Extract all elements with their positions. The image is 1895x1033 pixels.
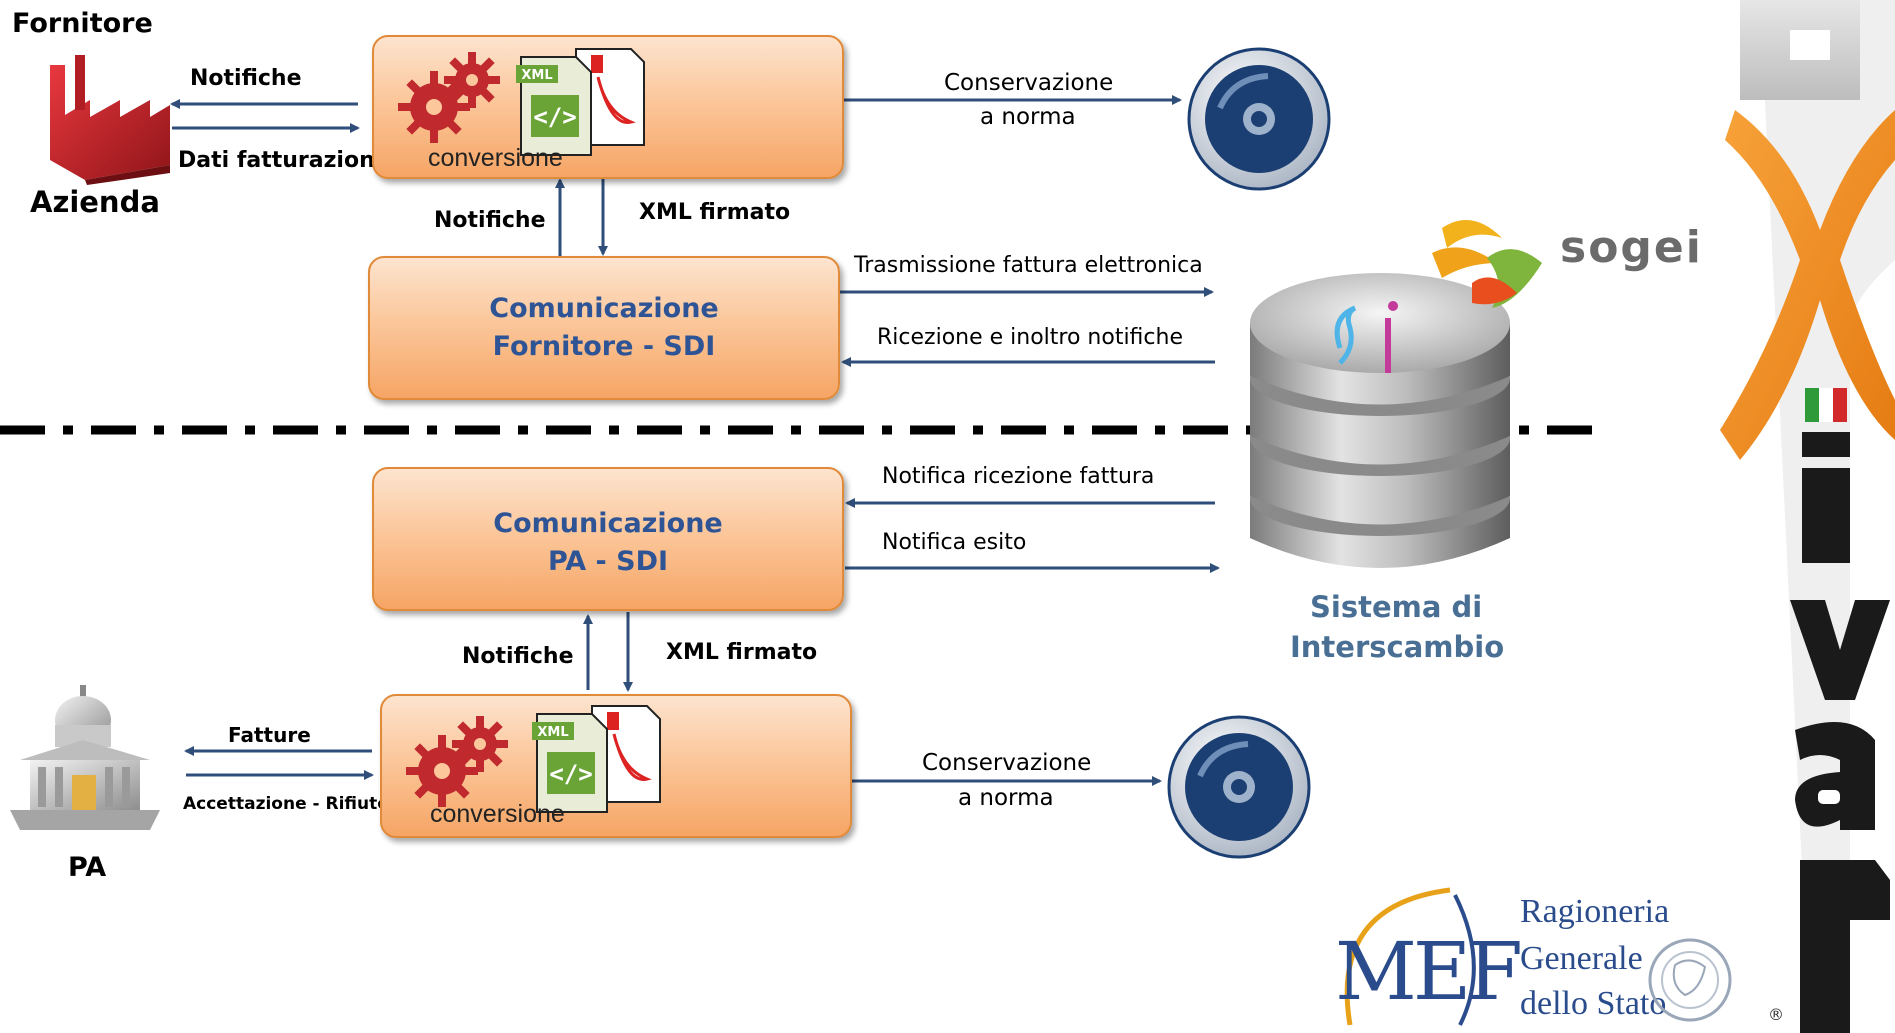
notifica-esito-label: Notifica esito: [882, 530, 1027, 555]
comm-title-line2-bottom: PA - SDI: [547, 546, 669, 577]
sogei-logo-icon: [1432, 220, 1542, 308]
supplier-title: Fornitore: [12, 8, 153, 39]
dati-fatturazione-label: Dati fatturazione: [178, 148, 390, 173]
factory-icon: [50, 55, 170, 185]
conservazione-line1-bottom: Conservazione: [922, 750, 1092, 776]
accettazione-rifiuto-label: Accettazione - Rifiuto: [183, 794, 389, 814]
conversion-box-bottom: XML </> conversione: [380, 694, 852, 838]
comm-box-fornitore-sdi: Comunicazione Fornitore - SDI: [368, 256, 840, 400]
pa-label: PA: [68, 852, 107, 883]
ragioneria-line2: Generale: [1520, 940, 1643, 977]
conversion-label-bottom: conversione: [430, 800, 565, 828]
vertical-xml-firmato-bottom: XML firmato: [666, 640, 818, 665]
conversion-box-top: XML </> conversione: [372, 35, 844, 179]
conservazione-line2-bottom: a norma: [958, 785, 1054, 811]
vertical-notifiche-top: Notifiche: [434, 208, 546, 233]
sogei-logo-text: sogei: [1560, 222, 1703, 273]
xml-badge: XML: [521, 68, 552, 83]
sdi-title-line2: Interscambio: [1290, 630, 1505, 664]
svg-text:</>: </>: [533, 103, 576, 131]
notifica-ricezione-label: Notifica ricezione fattura: [882, 464, 1155, 489]
trasmissione-label: Trasmissione fattura elettronica: [854, 253, 1203, 278]
comm-title-line1-bottom: Comunicazione: [493, 508, 723, 539]
comm-title-line2-top: Fornitore - SDI: [492, 331, 716, 362]
fatture-label: Fatture: [228, 723, 311, 747]
conversion-label-top: conversione: [428, 144, 563, 172]
gears-icon-bottom: [406, 716, 508, 807]
xml-pdf-document-icon: XML </>: [516, 48, 645, 156]
mef-logo-icon: [1344, 887, 1476, 1026]
brand-decoration: [1720, 0, 1895, 1033]
svg-text:</>: </>: [549, 760, 592, 788]
government-building-icon: [10, 685, 160, 830]
conservazione-line2-top: a norma: [980, 104, 1076, 130]
company-label: Azienda: [30, 185, 160, 219]
ragioneria-line1: Ragioneria: [1520, 893, 1670, 930]
notifiche-label-top: Notifiche: [190, 66, 302, 91]
disc-icon-bottom: [1167, 715, 1311, 859]
disc-icon-top: [1187, 47, 1331, 191]
state-emblem-icon: [1648, 938, 1732, 1022]
sdi-title-line1: Sistema di: [1310, 590, 1483, 624]
ricezione-label: Ricezione e inoltro notifiche: [877, 325, 1183, 350]
comm-title-line1-top: Comunicazione: [489, 293, 719, 324]
ragioneria-line3: dello Stato: [1520, 985, 1667, 1022]
vertical-xml-firmato-top: XML firmato: [639, 200, 791, 225]
vertical-notifiche-bottom: Notifiche: [462, 644, 574, 669]
mef-logo-text: MEF: [1335, 925, 1523, 1018]
database-sdi-icon: [1250, 273, 1510, 568]
registered-mark: ®: [1768, 1005, 1784, 1024]
comm-box-pa-sdi: Comunicazione PA - SDI: [372, 467, 844, 611]
xml-badge-bottom: XML: [537, 725, 568, 740]
conservazione-line1-top: Conservazione: [944, 70, 1114, 96]
gears-icon: [398, 52, 500, 143]
xml-pdf-document-icon-bottom: XML </>: [532, 705, 661, 813]
